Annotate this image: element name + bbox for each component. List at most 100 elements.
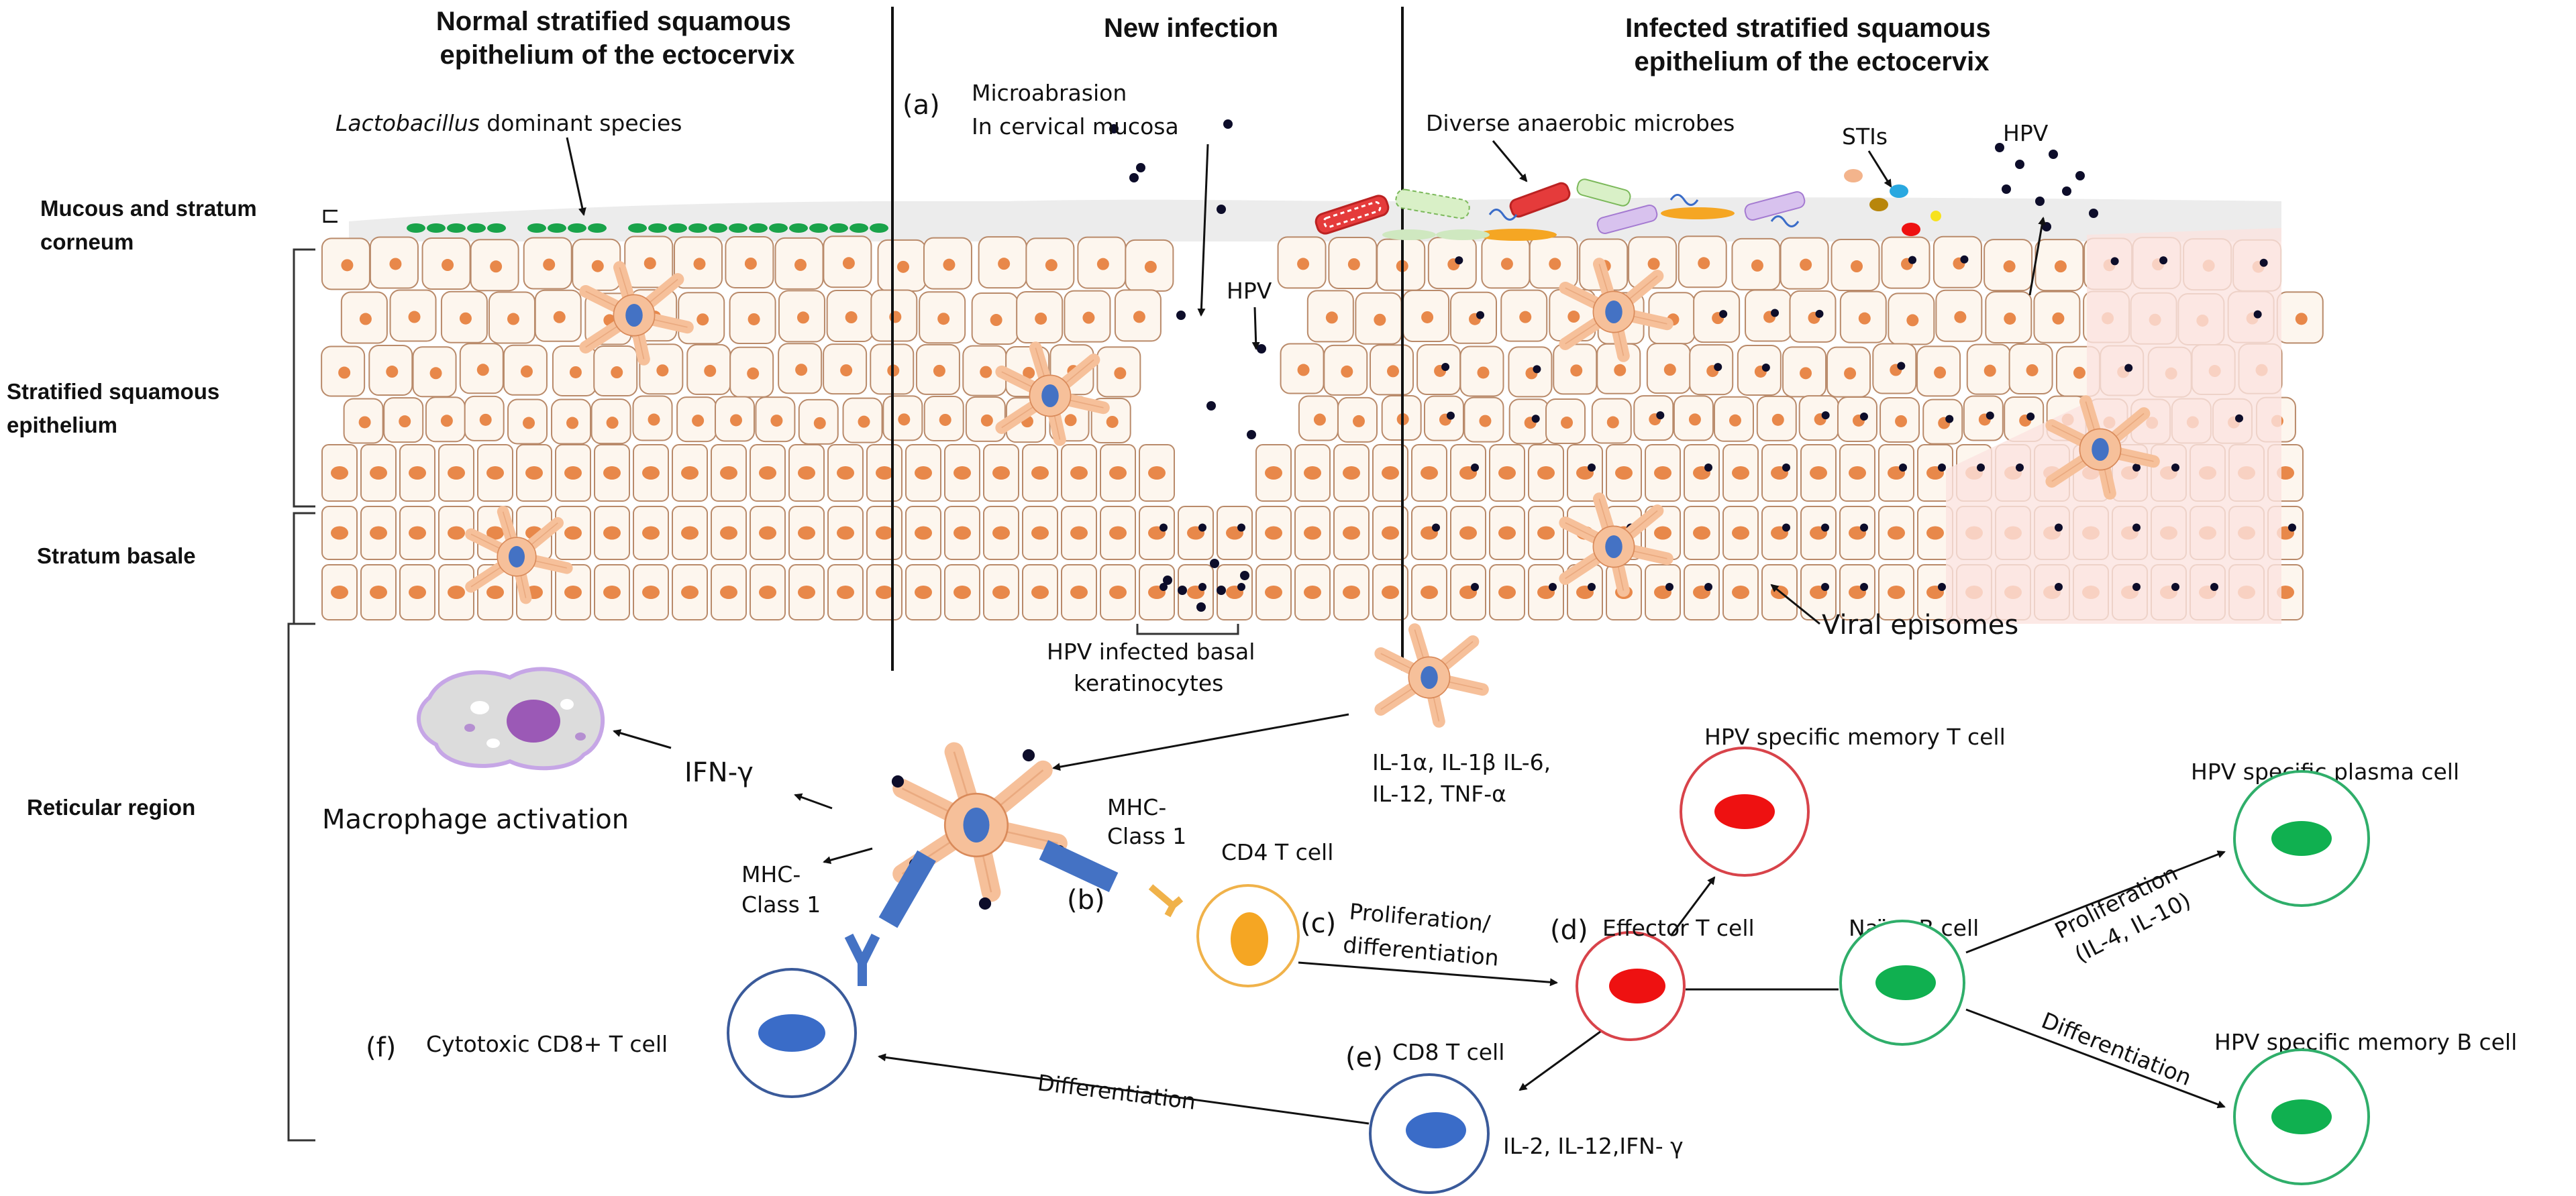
arrow-hpv-center — [1251, 307, 1260, 350]
hpv-particle — [1257, 344, 1266, 354]
keratinocyte-nucleus — [569, 366, 582, 378]
lactobacillus — [548, 223, 566, 233]
keratinocyte-nucleus — [744, 257, 757, 270]
keratinocyte-nucleus — [1144, 260, 1157, 273]
basal-nucleus — [1070, 466, 1088, 480]
basal-nucleus — [486, 586, 504, 599]
keratinocyte-nucleus — [1023, 366, 1035, 379]
label-mhc-right: MHC- Class 1 — [1107, 794, 1186, 849]
keratinocyte-nucleus — [692, 415, 705, 427]
dendrite — [2045, 395, 2160, 500]
arrow-effector-to-memory — [1669, 876, 1716, 936]
migrating-dendritic-cell — [1374, 623, 1489, 728]
keratinocyte-nucleus — [338, 366, 351, 379]
hpv-episome — [1761, 363, 1770, 372]
label-diverse-microbes: Diverse anaerobic microbes — [1426, 110, 1735, 136]
hpv-particle — [1247, 430, 1256, 439]
dendritic-cell — [1559, 258, 1673, 362]
label-effector: Effector T cell — [1602, 915, 1755, 941]
keratinocyte-nucleus — [943, 258, 956, 271]
basal-nucleus — [1265, 466, 1282, 480]
dendrite-outline — [2051, 401, 2154, 494]
dendrite-outline — [1565, 264, 1667, 356]
hpv-episome — [1945, 415, 1954, 423]
cd8-receptor — [844, 933, 880, 986]
keratinocyte-nucleus — [408, 311, 421, 323]
hpv-episome — [1719, 310, 1728, 319]
macrophage — [417, 667, 605, 771]
hpv-particle — [1217, 586, 1226, 595]
keratinocyte-nucleus — [1983, 364, 1996, 377]
sti-pathogens — [1844, 169, 1941, 236]
keratinocyte-nucleus — [389, 258, 402, 270]
keratinocyte-nucleus — [1858, 312, 1871, 325]
label-mucous: Mucous and stratum corneum — [40, 196, 263, 254]
lactobacillus — [709, 223, 727, 233]
keratinocyte-nucleus — [889, 311, 902, 323]
keratinocyte-nucleus — [2003, 260, 2016, 273]
keratinocyte-nucleus — [1387, 365, 1400, 378]
basal-nucleus — [1732, 526, 1749, 540]
lactobacillus — [870, 223, 888, 233]
dendritic-cell — [579, 261, 694, 366]
basal-nucleus — [331, 466, 348, 480]
hpv-episome — [2026, 412, 2035, 421]
lactobacillus — [447, 223, 466, 233]
label-cytokines-top: IL-1α, IL-1β IL-6, IL-12, TNF-α — [1372, 749, 1558, 807]
lactobacillus — [809, 223, 828, 233]
basal-nucleus — [370, 586, 387, 599]
basal-nucleus — [1109, 586, 1127, 599]
lactobacillus — [568, 223, 586, 233]
hpv-particle — [1196, 602, 1206, 612]
keratinocyte-nucleus — [359, 313, 372, 325]
keratinocyte-nucleus — [729, 414, 742, 427]
basal-nucleus — [837, 466, 854, 480]
dendritic-nucleus — [1041, 384, 1059, 407]
hpv-episome — [1821, 411, 1830, 420]
basal-nucleus — [915, 586, 932, 599]
hpv-episome — [2171, 583, 2179, 591]
basal-nucleus — [564, 466, 582, 480]
basal-nucleus — [1421, 466, 1438, 480]
basal-nucleus — [448, 526, 465, 540]
hpv-episome — [1821, 583, 1829, 591]
label-basale: Stratum basale — [37, 543, 196, 568]
basal-nucleus — [992, 466, 1010, 480]
hpv-episome — [1782, 523, 1790, 532]
arrow-effector-to-cd8 — [1518, 1030, 1601, 1091]
dendritic-cell — [891, 742, 1068, 910]
hpv-episome — [1198, 583, 1206, 591]
label-cytotoxic: Cytotoxic CD8+ T cell — [426, 1031, 668, 1057]
basal-nucleus — [876, 526, 893, 540]
basal-nucleus — [1810, 466, 1827, 480]
keratinocyte-nucleus — [1570, 364, 1583, 377]
hpv-episome — [1441, 362, 1450, 371]
lactobacillus — [769, 223, 788, 233]
basal-nucleus — [448, 466, 465, 480]
cd4-nucleus — [1231, 912, 1268, 966]
keratinocyte-nucleus — [1297, 364, 1310, 376]
label-hpv-center: HPV — [1227, 278, 1272, 304]
step-a-label: (a) — [903, 90, 940, 121]
label-differentiation-cd8: Differentiation — [1036, 1069, 1197, 1115]
arrow-naive-to-plasma — [1965, 851, 2226, 954]
hpv-episome — [1198, 523, 1206, 532]
basal-nucleus — [720, 586, 737, 599]
basal-nucleus — [1109, 466, 1127, 480]
keratinocyte-nucleus — [1353, 415, 1366, 427]
lactobacillus — [628, 223, 647, 233]
hpv-episome — [1960, 255, 1969, 264]
basal-nucleus — [1498, 586, 1516, 599]
arrow-dc-migration — [1052, 713, 1349, 771]
lactobacillus-colony — [407, 223, 888, 233]
infected-region-tint — [1946, 228, 2281, 624]
hpv-episome — [2259, 258, 2268, 267]
keratinocyte-nucleus — [2073, 366, 2085, 379]
basal-nucleus — [1421, 586, 1438, 599]
hpv-episome — [1160, 523, 1168, 532]
label-cd4: CD4 T cell — [1221, 839, 1333, 865]
keratinocyte-nucleus — [897, 260, 910, 273]
dendritic-nucleus — [1605, 535, 1622, 558]
hpv-episome — [1897, 362, 1906, 370]
basal-nucleus — [642, 526, 660, 540]
